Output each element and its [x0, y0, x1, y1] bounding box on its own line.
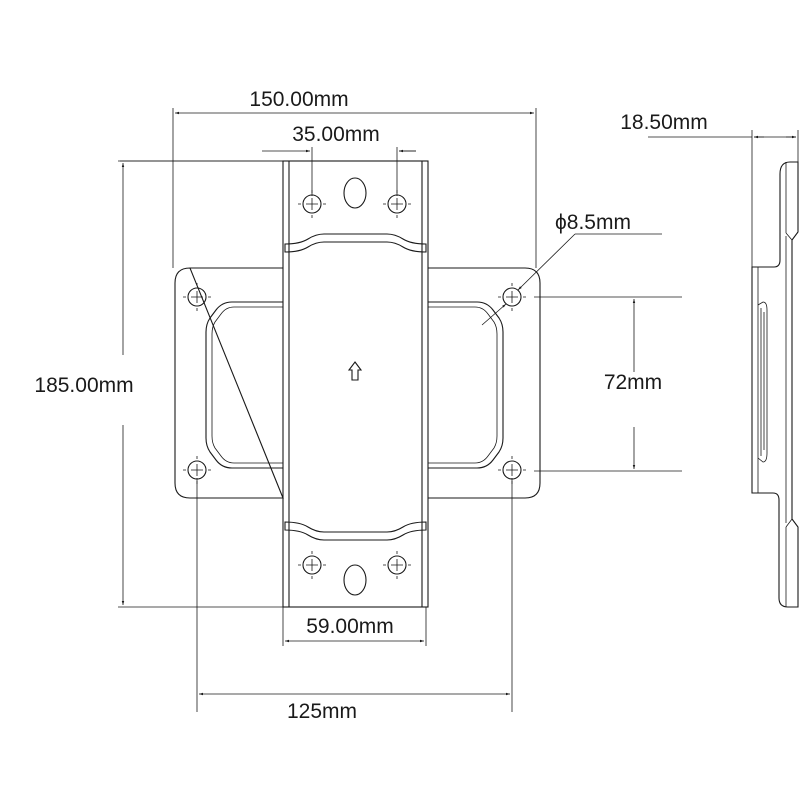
svg-text:59.00mm: 59.00mm: [306, 615, 394, 638]
wing-plate: [174, 267, 541, 499]
dimension-center-plate-width: 59.00mm: [282, 607, 427, 646]
dimension-overall-height: 185.00mm: [34, 160, 283, 608]
svg-text:150.00mm: 150.00mm: [249, 88, 348, 111]
svg-text:ϕ8.5mm: ϕ8.5mm: [555, 211, 631, 234]
svg-text:125mm: 125mm: [287, 700, 357, 723]
bottom-slot: [343, 564, 367, 596]
svg-text:35.00mm: 35.00mm: [292, 123, 380, 146]
up-arrow-icon: [347, 361, 363, 381]
mounting-holes: [183, 190, 526, 579]
svg-text:18.50mm: 18.50mm: [620, 111, 708, 134]
svg-text:185.00mm: 185.00mm: [34, 374, 133, 397]
side-view: 18.50mm: [620, 111, 799, 608]
center-plate: [282, 160, 429, 608]
hole-icon: [498, 283, 526, 311]
dimension-hole-diameter: ϕ8.5mm: [481, 211, 662, 326]
dimension-top-hole-spacing: 35.00mm: [262, 123, 416, 196]
hole-icon: [383, 551, 411, 579]
dimension-overall-width: 150.00mm: [172, 88, 537, 268]
hole-icon: [183, 283, 211, 311]
hole-icon: [298, 551, 326, 579]
dimension-horizontal-hole-spacing: 125mm: [196, 478, 513, 723]
svg-text:72mm: 72mm: [604, 371, 662, 394]
dimension-vertical-hole-spacing: 72mm: [534, 296, 682, 472]
top-slot: [343, 177, 367, 209]
